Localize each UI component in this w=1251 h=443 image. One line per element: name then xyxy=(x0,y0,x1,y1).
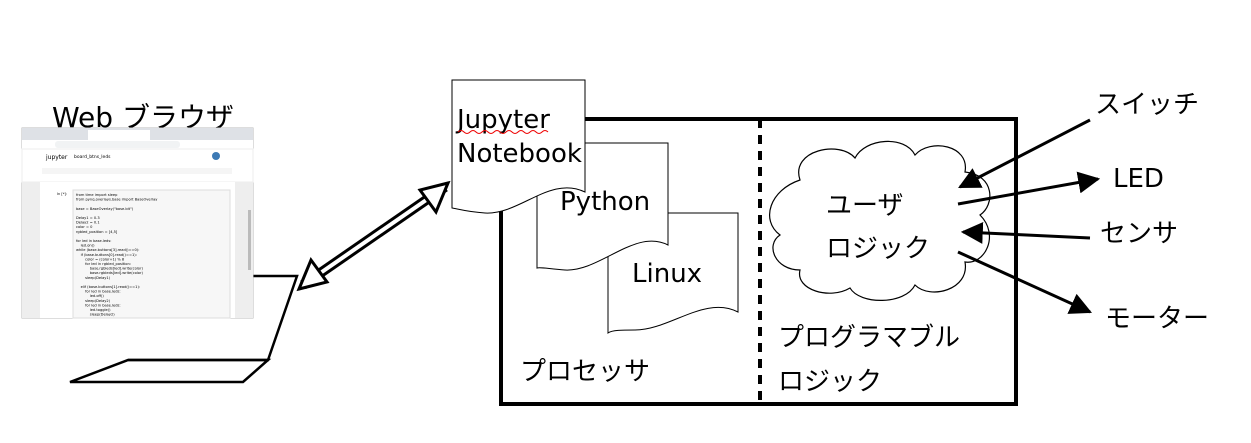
code-line: base.rgbleds[led].write(color) xyxy=(76,267,143,271)
switch-arrow xyxy=(958,118,1091,189)
notebook-name: board_btns_leds xyxy=(74,154,111,160)
code-line: rgbled_position = [4,5] xyxy=(76,230,118,234)
pl-label-line2: ロジック xyxy=(778,367,882,397)
jupyter-logo-text: jupyter xyxy=(45,154,68,161)
bidirectional-arrow xyxy=(296,180,451,292)
python-label: Python xyxy=(560,187,650,217)
sensor-arrow xyxy=(960,221,1091,244)
code-line: base.rgbleds[led].write(color) xyxy=(76,271,143,275)
code-line: led.off() xyxy=(76,294,104,298)
motor-arrow xyxy=(957,250,1093,314)
jupyter-label-line2: Notebook xyxy=(457,139,582,169)
code-line: for led in rgbled_position: xyxy=(76,262,131,266)
user-logic-line2: ロジック xyxy=(826,234,930,264)
laptop-icon xyxy=(69,274,299,384)
code-line: sleep(Delay1) xyxy=(76,276,111,280)
processor-label: プロセッサ xyxy=(520,357,650,387)
jupyter-document xyxy=(451,79,586,214)
code-line: for led in base.leds: xyxy=(76,239,111,243)
code-line: elif (base.buttons[1].read()==1): xyxy=(76,285,140,289)
motor-label: モーター xyxy=(1105,304,1209,334)
cell-prompt: In [*]: xyxy=(57,192,67,196)
jupyter-label-line1: Jupyter xyxy=(455,105,550,135)
led-label: LED xyxy=(1113,164,1164,194)
code-line: Delay1 = 0.3 xyxy=(76,216,100,220)
code-line: sleep(Delay2) xyxy=(76,299,111,303)
code-line: color = (color+1) % 8 xyxy=(76,257,125,261)
code-line: from time import sleep xyxy=(76,193,118,197)
code-line: for led in base.leds: xyxy=(76,303,121,307)
user-logic-cloud xyxy=(769,140,991,301)
code-line: for led in base.leds: xyxy=(76,290,121,294)
user-logic-line1: ユーザ xyxy=(826,191,903,221)
pl-label-line1: プログラマブル xyxy=(778,323,960,353)
code-line: Delay2 = 0.1 xyxy=(76,221,100,225)
code-line: color = 0 xyxy=(76,225,93,229)
led-arrow xyxy=(957,171,1101,206)
spellcheck-underline xyxy=(457,130,549,134)
code-line: led.toggle() xyxy=(76,308,111,312)
code-line: base = BaseOverlay("base.bit") xyxy=(76,207,134,211)
code-line: if (base.buttons[0].read()==1): xyxy=(76,253,137,257)
linux-label: Linux xyxy=(632,259,702,289)
code-line: sleep(Delay2) xyxy=(76,313,115,317)
code-line: led.on() xyxy=(76,244,95,248)
switch-label: スイッチ xyxy=(1095,90,1199,120)
code-line: while (base.buttons[3].read()==0): xyxy=(76,248,139,252)
code-line: from pynq.overlays.base import BaseOverl… xyxy=(76,198,158,202)
browser-screenshot: jupyter board_btns_leds In [*]: from tim… xyxy=(21,127,254,319)
sensor-label: センサ xyxy=(1100,219,1178,249)
